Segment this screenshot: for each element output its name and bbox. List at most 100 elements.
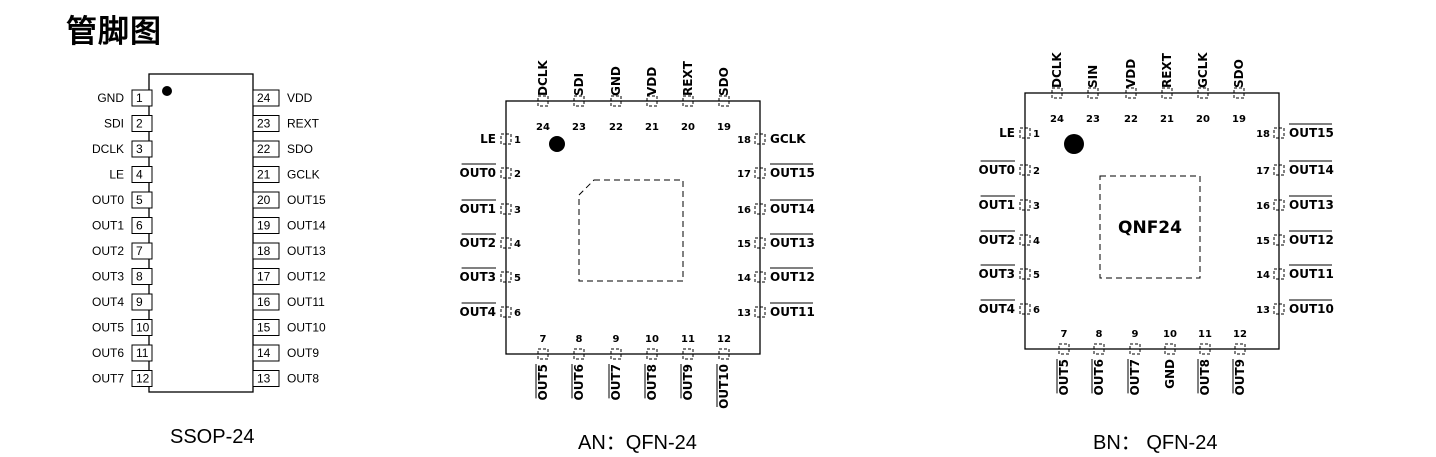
pin-pad [1273,268,1285,280]
pin-number: 11 [1198,329,1212,340]
pin-number: 6 [1033,305,1040,316]
pin-number: 2 [136,117,143,131]
pin-number: 16 [737,205,751,216]
pin-number: 19 [257,219,271,233]
pin-label: OUT7 [1128,359,1142,395]
pin-label: OUT6 [572,364,586,400]
pin-number: 18 [257,244,271,258]
pin-number: 22 [1124,114,1138,125]
pin-number: 12 [1233,329,1247,340]
pin-label: OUT9 [287,346,319,360]
pin-pad [1273,127,1285,139]
pin-pad [718,95,730,107]
pin-box [252,319,280,336]
pin-label: OUT7 [92,372,124,386]
pin-number: 23 [1086,114,1100,125]
pin-number: 8 [1096,329,1103,340]
pin-label: OUT12 [770,270,815,284]
pin-label: OUT11 [1289,267,1334,281]
pin-pad [500,167,512,179]
pin-box [252,370,280,387]
pin-number: 21 [257,168,271,182]
pin-number: 2 [514,169,521,180]
pin-label: LE [109,168,124,182]
pin-label: OUT15 [770,166,815,180]
ssop24-caption: SSOP-24 [170,426,255,448]
pin-number: 4 [136,168,143,182]
pin-number: 15 [1256,236,1270,247]
pin-number: 11 [681,334,695,345]
qfn-an-body [505,100,761,355]
pin-pad [682,348,694,360]
pin-label: OUT8 [287,372,319,386]
pin-box [252,166,280,183]
pin-box [252,89,280,107]
pin-number: 10 [645,334,659,345]
pin-number: 5 [514,273,521,284]
pin-number: 24 [536,122,550,133]
pin-pad [1273,303,1285,315]
pin-number: 6 [136,219,143,233]
pin-number: 17 [257,270,271,284]
pin-number: 23 [257,117,271,131]
pin-number: 19 [717,122,731,133]
pin-label: OUT15 [287,193,326,207]
pin-pad [646,95,658,107]
pin-label: OUT3 [92,270,124,284]
pin-box [131,344,153,362]
pin-number: 10 [1163,329,1177,340]
qfn24-an-diagram: 24DCLK23SDI22GND21VDD20REXT19SDO1LE2OUT0… [460,60,815,409]
pin-number: 4 [514,239,521,250]
pin-label: OUT13 [770,236,815,250]
pin-label: OUT2 [92,244,124,258]
pin-pad [1129,343,1141,355]
pin-number: 13 [737,308,751,319]
pin-pad [754,306,766,318]
pin-number: 16 [1256,201,1270,212]
pin-label: OUT8 [645,364,659,400]
pin1-marker-dot [1064,134,1084,154]
pin-number: 19 [1232,114,1246,125]
pin-box [131,140,153,158]
package-center-label: QNF24 [1118,218,1182,238]
pin-box [131,319,153,336]
pin-label: OUT11 [287,295,325,309]
pin-label: OUT6 [1092,359,1106,395]
pin-pad [1234,343,1246,355]
pin-number: 1 [514,135,521,146]
pin-label: OUT4 [460,305,496,319]
pin-box [252,217,280,234]
pin-label: OUT5 [536,364,550,400]
pin-label: OUT8 [1198,359,1212,395]
pin-label: OUT14 [287,219,326,233]
pin-label: GCLK [287,168,320,182]
pin-box [252,293,280,311]
qfn-an-caption: AN：QFN-24 [578,432,697,454]
pin-pad [1019,268,1031,280]
pin-box [252,115,280,132]
pin-pad [754,237,766,249]
pin-label: OUT1 [979,198,1015,212]
pin-number: 14 [1256,270,1270,281]
pin-pad [1093,343,1105,355]
pin-pad [1125,87,1137,99]
pin-box [252,268,280,285]
qfn-bn-exposed-pad [1099,175,1201,279]
pin-number: 18 [737,135,751,146]
pin-number: 3 [1033,201,1040,212]
pin-pad [1019,127,1031,139]
pin-label: LE [999,126,1015,140]
pin-number: 20 [681,122,695,133]
pin-number: 20 [1196,114,1210,125]
pin-box [131,242,153,260]
pin-number: 17 [737,169,751,180]
pin-number: 11 [136,346,149,360]
ssop24-body [148,73,254,393]
pin-number: 3 [136,142,143,156]
pin-label: OUT13 [287,244,326,258]
pin-number: 7 [540,334,547,345]
qfn24-bn-diagram: QNF24 24DCLK23SIN22VDD21REXT20GCLK19SDO1… [979,52,1334,396]
pin-pad [718,348,730,360]
pin-label: GCLK [1196,52,1210,88]
pin-box [131,166,153,183]
